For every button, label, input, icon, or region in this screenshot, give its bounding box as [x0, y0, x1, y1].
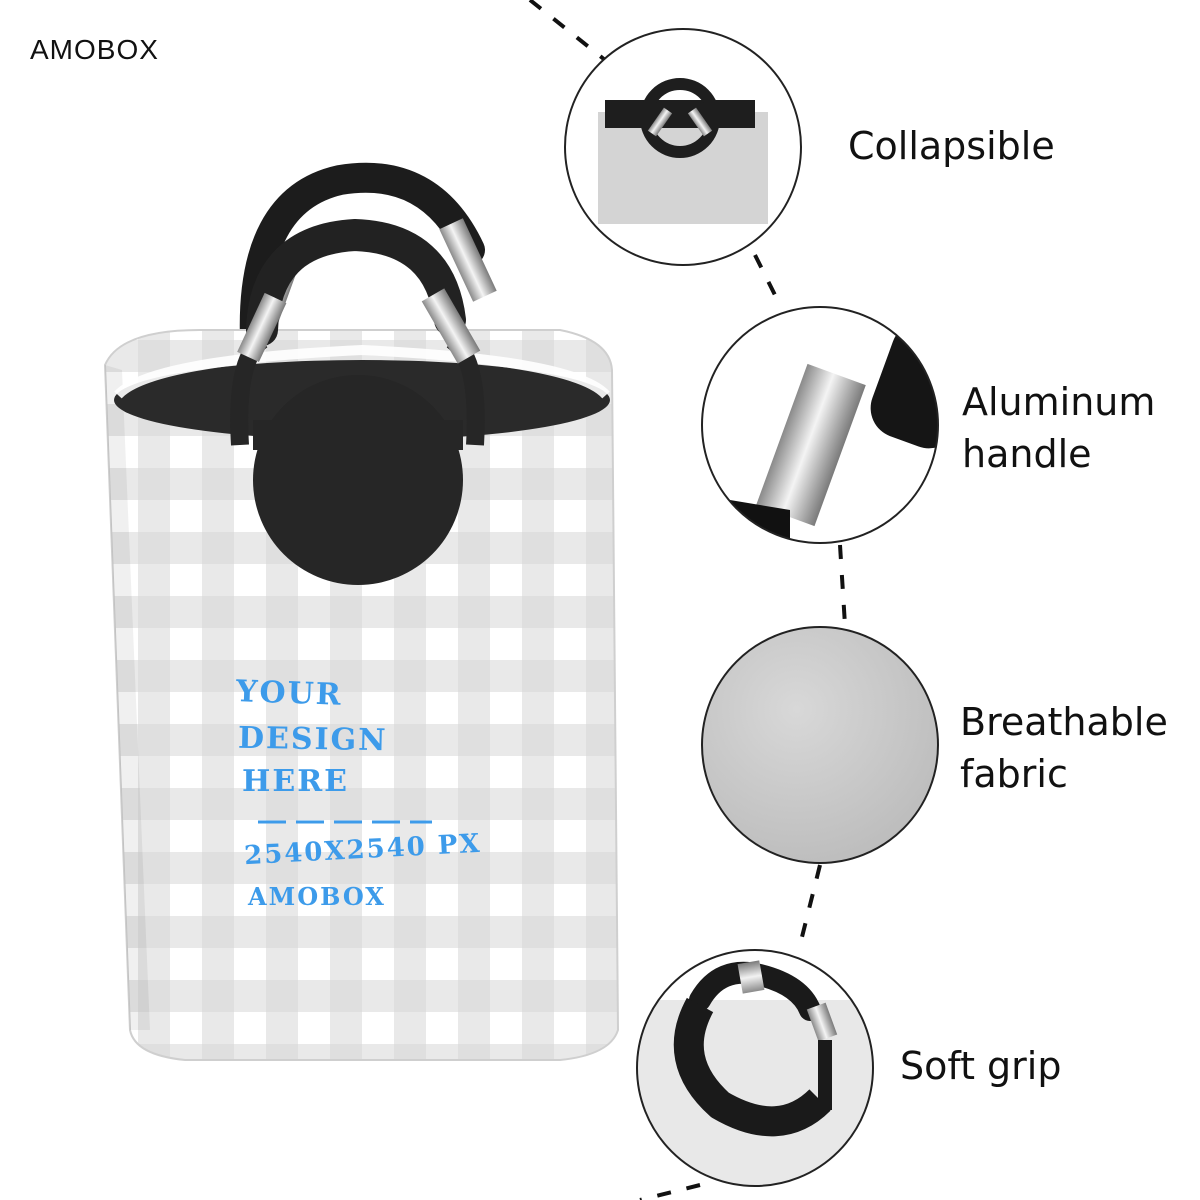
- breathable-fabric-detail-image: [701, 626, 939, 864]
- brand-logo-text: AMOBOX: [30, 34, 159, 65]
- feature-label-breathable-fabric: Breathable fabric: [960, 700, 1168, 796]
- design-placeholder-line1: YOUR: [235, 674, 344, 713]
- feature-label-collapsible: Collapsible: [848, 124, 1055, 168]
- front-handle-icon: [237, 218, 481, 364]
- aluminum-handle-detail-image: [701, 306, 939, 544]
- design-placeholder-line2: DESIGN: [237, 720, 388, 759]
- design-placeholder-line3: HERE: [242, 764, 350, 799]
- feature-label-soft-grip: Soft grip: [900, 1044, 1062, 1088]
- soft-grip-detail-image: [636, 949, 874, 1187]
- collapsible-detail-image: [564, 28, 802, 266]
- dashed-connector: [528, 0, 847, 1200]
- laundry-basket: [103, 162, 620, 1061]
- design-placeholder-brand: AMOBOX: [248, 882, 386, 911]
- feature-label-aluminum-handle: Aluminum handle: [962, 380, 1156, 476]
